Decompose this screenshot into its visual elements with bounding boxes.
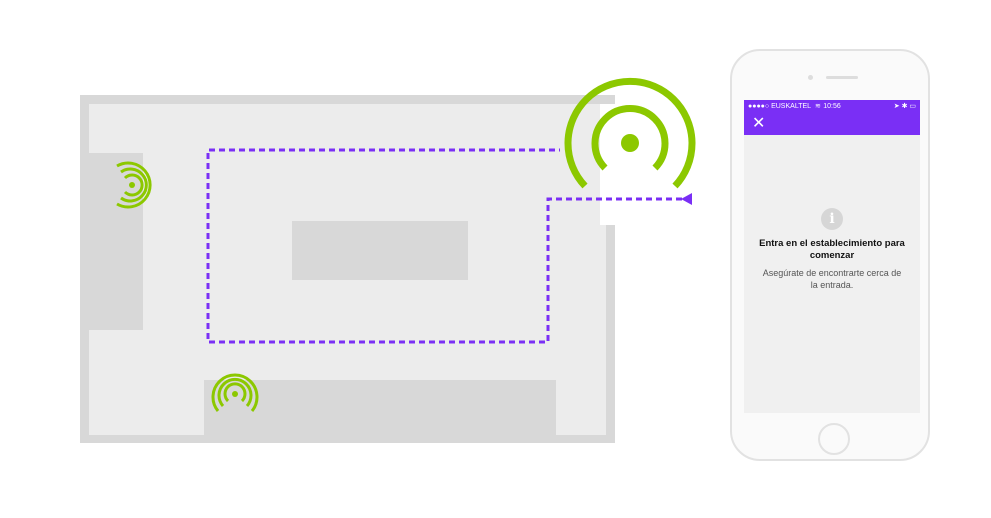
bottom-shelf (204, 380, 556, 443)
entrance (600, 104, 615, 225)
left-shelf (89, 153, 143, 330)
time: 10:56 (823, 102, 841, 110)
beacon-left-icon (116, 161, 152, 209)
nav-bar: ✕ (744, 112, 920, 135)
info-icon: i (821, 208, 843, 230)
status-icons: ➤ ✱ ▭ (893, 103, 916, 110)
route-arrow-icon (681, 193, 692, 205)
speaker (826, 76, 858, 79)
status-bar: ●●●●○ EUSKALTEL ≋ 10:56 ➤ ✱ ▭ (744, 100, 920, 112)
carrier: ●●●●○ EUSKALTEL (748, 102, 812, 110)
center-shelf (292, 221, 468, 280)
phone-screen: ●●●●○ EUSKALTEL ≋ 10:56 ➤ ✱ ▭ ✕ i Entra … (744, 100, 920, 413)
route-path (206, 148, 682, 344)
wifi-icon: ≋ (815, 103, 821, 110)
beacon-large-icon (564, 77, 696, 189)
message-title: Entra en el establecimiento para comenza… (759, 238, 905, 261)
beacon-bottom-icon (211, 373, 259, 412)
close-icon[interactable]: ✕ (752, 115, 766, 132)
message-subtitle: Asegúrate de encontrarte cerca de la ent… (762, 268, 902, 290)
camera (808, 75, 813, 80)
phone-mockup: ●●●●○ EUSKALTEL ≋ 10:56 ➤ ✱ ▭ ✕ i Entra … (730, 49, 930, 461)
home-button[interactable] (818, 423, 850, 455)
